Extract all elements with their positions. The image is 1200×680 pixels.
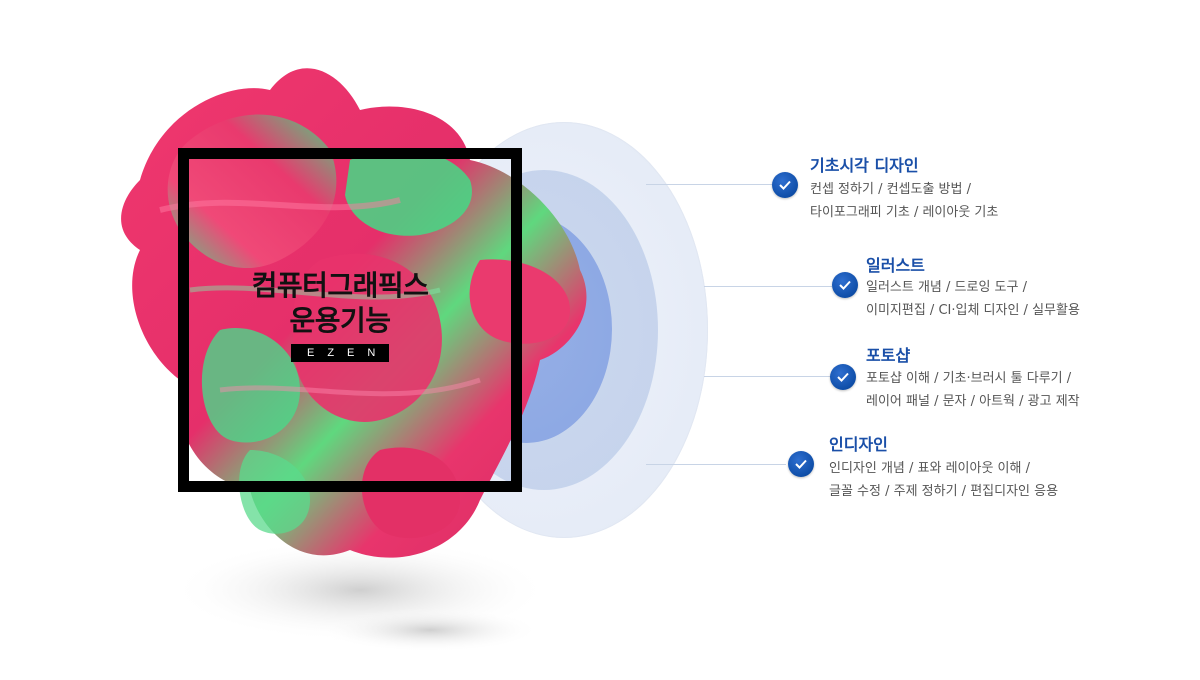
topic-description-line: 타이포그래피 기초 / 레이아웃 기초	[810, 205, 999, 220]
topic-title: 일러스트	[866, 256, 925, 275]
connector-line	[646, 464, 786, 465]
topic-description-line: 인디자인 개념 / 표와 레이아웃 이해 /	[829, 461, 1030, 476]
paint-blob-illustration	[121, 68, 587, 650]
brand-tag: EZEN	[291, 344, 389, 362]
topic-title: 인디자인	[829, 435, 888, 454]
check-circle-icon	[832, 272, 858, 298]
topic-description-line: 이미지편집 / CI·입체 디자인 / 실무활용	[866, 303, 1080, 318]
black-square-frame	[178, 148, 522, 492]
topic-title: 기초시각 디자인	[810, 156, 919, 175]
check-circle-icon	[788, 451, 814, 477]
topic-description-line: 일러스트 개념 / 드로잉 도구 /	[866, 280, 1027, 295]
connector-line	[704, 286, 832, 287]
topic-description-line: 레이어 패널 / 문자 / 아트웍 / 광고 제작	[866, 394, 1080, 409]
topic-description-line: 글꼴 수정 / 주제 정하기 / 편집디자인 응용	[829, 484, 1059, 499]
topic-title: 포토샵	[866, 346, 911, 365]
check-circle-icon	[772, 172, 798, 198]
topic-description-line: 포토샵 이해 / 기초·브러시 툴 다루기 /	[866, 371, 1072, 386]
connector-line	[646, 184, 772, 185]
topic-description-line: 컨셉 정하기 / 컨셉도출 방법 /	[810, 182, 971, 197]
course-title-line-2: 운용기능	[289, 304, 391, 337]
connector-line	[704, 376, 832, 377]
check-circle-icon	[830, 364, 856, 390]
course-title-block: 컴퓨터그래픽스 운용기능 EZEN	[190, 268, 490, 362]
course-title-line-1: 컴퓨터그래픽스	[251, 269, 429, 302]
